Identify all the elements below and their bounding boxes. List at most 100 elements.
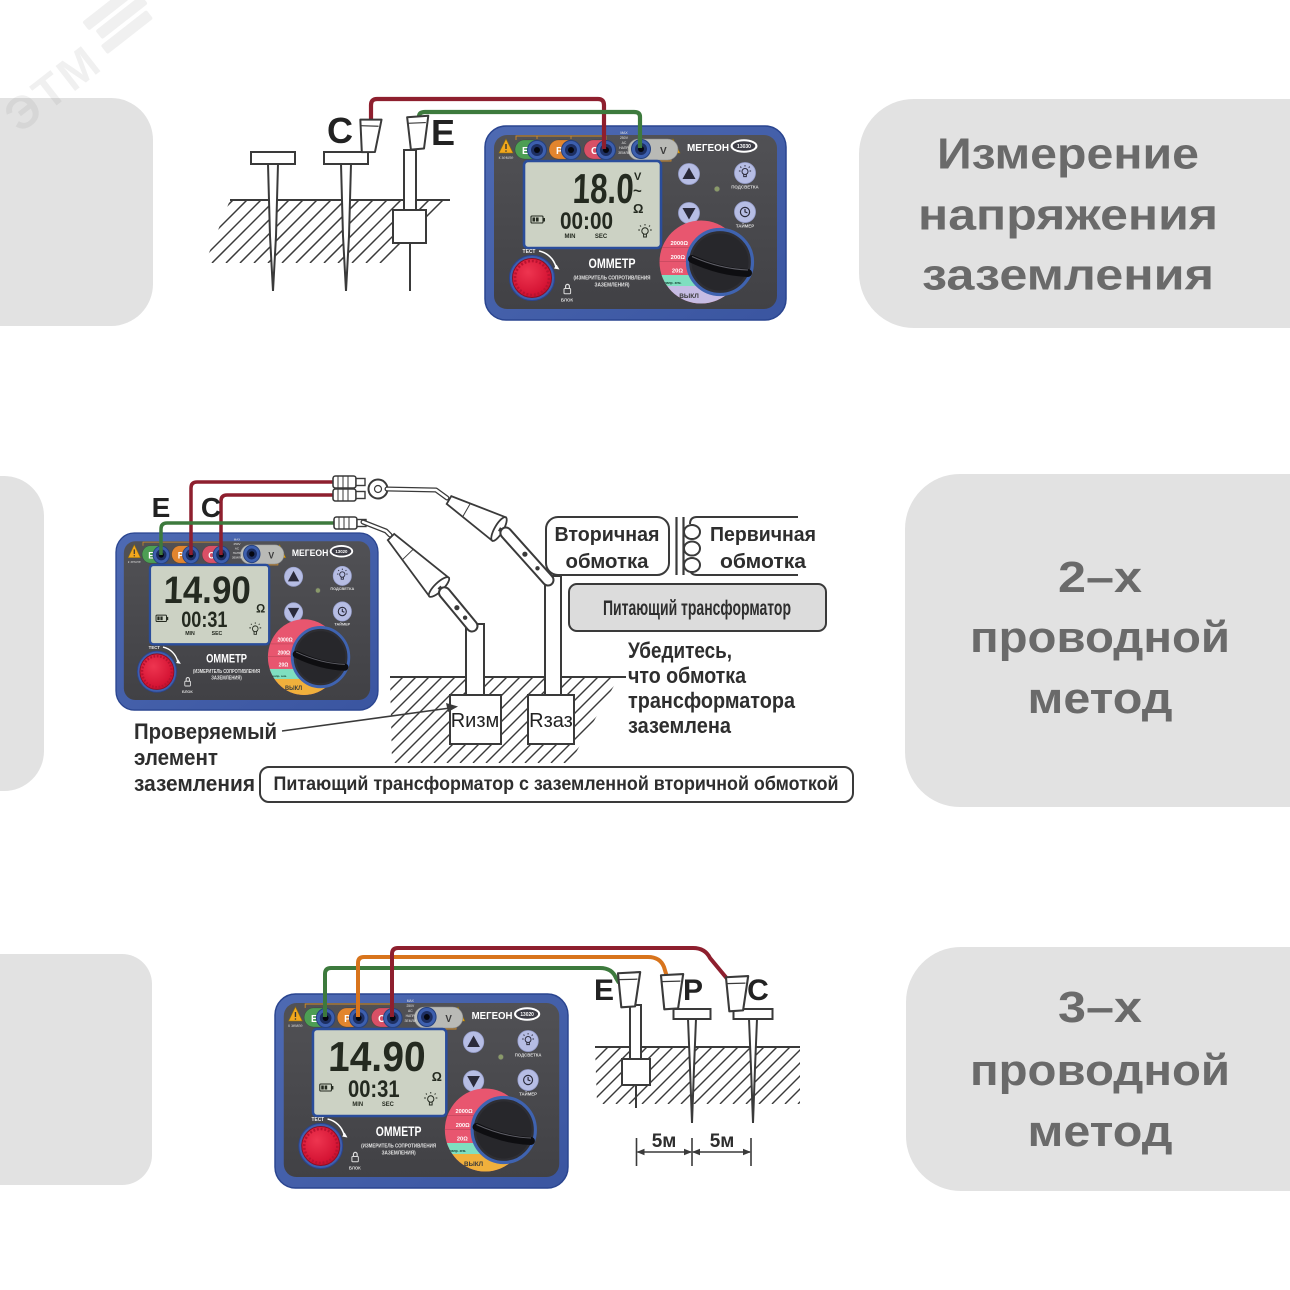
svg-text:ТЕСТ: ТЕСТ [312,1117,325,1123]
svg-text:Rизм: Rизм [451,710,500,732]
svg-text:SEC: SEC [212,631,223,637]
svg-text:20Ω: 20Ω [672,269,683,275]
svg-text:E: E [431,112,455,153]
svg-text:C: C [201,492,221,523]
svg-text:3–х: 3–х [1058,983,1143,1032]
svg-text:МЕГЕОН: МЕГЕОН [687,142,729,154]
svg-text:ТАЙМЕР: ТАЙМЕР [736,224,754,229]
svg-text:00:31: 00:31 [348,1077,400,1103]
svg-text:ПОДСВЕТКА: ПОДСВЕТКА [515,1052,543,1057]
svg-text:БЛОК: БЛОК [182,689,193,694]
svg-text:200Ω: 200Ω [278,650,290,656]
svg-text:200Ω: 200Ω [671,255,686,261]
svg-text:Rзаз: Rзаз [529,710,573,732]
svg-text:Проверяемый: Проверяемый [134,719,277,744]
svg-text:MIN: MIN [565,234,576,240]
svg-text:ОММЕТР: ОММЕТР [589,256,636,271]
svg-text:НАПР.: НАПР. [406,1014,416,1018]
svg-text:V: V [268,550,274,560]
svg-text:E: E [594,974,614,1007]
svg-text:MIN: MIN [185,631,195,637]
svg-text:18.0: 18.0 [572,165,635,212]
svg-text:ВЫКЛ: ВЫКЛ [679,293,699,300]
svg-text:НАПР.: НАПР. [233,551,242,555]
svg-text:ПОДСВЕТКА: ПОДСВЕТКА [330,586,354,591]
svg-text:Убедитесь,: Убедитесь, [628,638,732,663]
svg-text:AC: AC [235,546,240,550]
svg-text:P: P [683,974,703,1007]
svg-text:Ω: Ω [256,603,265,615]
svg-text:20Ω: 20Ω [457,1136,468,1142]
svg-text:2–х: 2–х [1058,553,1143,602]
svg-text:V: V [634,171,642,183]
svg-text:трансформатора: трансформатора [628,688,796,713]
svg-text:НАПР.: НАПР. [619,146,629,150]
svg-text:2000Ω: 2000Ω [456,1109,473,1115]
svg-text:V: V [445,1014,452,1025]
svg-text:ТЕСТ: ТЕСТ [523,249,536,255]
svg-text:P: P [344,1014,351,1025]
svg-text:13030: 13030 [737,144,751,150]
svg-text:БЛОК: БЛОК [561,298,574,303]
svg-text:напр. зем.: напр. зем. [450,1149,466,1153]
svg-text:заземления: заземления [922,251,1214,300]
svg-text:метод: метод [1028,1107,1173,1156]
svg-text:250V: 250V [234,542,241,546]
svg-text:обмотка: обмотка [566,551,650,573]
svg-text:(ИЗМЕРИТЕЛЬ СОПРОТИВЛЕНИЯ: (ИЗМЕРИТЕЛЬ СОПРОТИВЛЕНИЯ [574,276,651,282]
svg-text:MAX: MAX [620,131,628,135]
svg-text:ТЕСТ: ТЕСТ [149,645,160,650]
svg-text:ЗАЗЕМЛЕНИЯ): ЗАЗЕМЛЕНИЯ) [382,1150,416,1156]
svg-text:МЕГЕОН: МЕГЕОН [472,1011,513,1022]
svg-text:ТАЙМЕР: ТАЙМЕР [334,622,350,627]
svg-text:Питающий трансформатор: Питающий трансформатор [603,597,791,620]
svg-text:250V: 250V [406,1004,414,1008]
svg-text:ЗАЗЕМЛЕНИЯ): ЗАЗЕМЛЕНИЯ) [211,675,242,681]
svg-text:20Ω: 20Ω [279,663,289,669]
svg-text:200Ω: 200Ω [456,1123,470,1129]
svg-text:ЗЕМЛИ: ЗЕМЛИ [232,555,242,559]
svg-text:ВЫКЛ: ВЫКЛ [464,1161,484,1168]
svg-text:E: E [311,1014,318,1025]
svg-text:ОММЕТР: ОММЕТР [206,651,247,665]
svg-text:напр. зем.: напр. зем. [272,674,287,678]
svg-text:Вторичная: Вторичная [555,524,660,546]
svg-text:SEC: SEC [595,234,608,240]
svg-text:проводной: проводной [970,1046,1230,1095]
svg-text:MAX: MAX [234,537,240,541]
svg-text:E: E [522,146,529,157]
svg-text:2000Ω: 2000Ω [670,241,688,247]
svg-text:ЗАЗЕМЛЕНИЯ): ЗАЗЕМЛЕНИЯ) [595,283,630,289]
svg-text:MAX: MAX [407,999,415,1003]
svg-text:(ИЗМЕРИТЕЛЬ СОПРОТИВЛЕНИЯ: (ИЗМЕРИТЕЛЬ СОПРОТИВЛЕНИЯ [193,669,260,675]
svg-text:Измерение: Измерение [937,130,1199,179]
svg-text:13020: 13020 [520,1012,534,1018]
svg-text:элемент: элемент [134,745,218,770]
svg-text:Ω: Ω [432,1069,442,1084]
svg-text:к земле: к земле [499,155,515,160]
svg-text:C: C [378,1014,385,1025]
svg-text:Питающий трансформатор с зазем: Питающий трансформатор с заземленной вто… [274,774,839,795]
svg-text:~: ~ [633,183,642,200]
svg-text:ПОДСВЕТКА: ПОДСВЕТКА [731,185,759,190]
svg-text:C: C [591,146,598,157]
svg-text:C: C [327,110,353,151]
svg-text:SEC: SEC [382,1102,395,1108]
svg-text:к земле: к земле [288,1023,303,1028]
svg-text:к земле: к земле [128,560,141,564]
svg-text:5м: 5м [652,1131,677,1152]
svg-text:БЛОК: БЛОК [349,1165,361,1170]
svg-text:P: P [178,550,184,560]
svg-text:MIN: MIN [352,1102,363,1108]
svg-text:обмотка: обмотка [720,551,807,573]
svg-text:E: E [148,550,154,560]
svg-text:13020: 13020 [335,549,348,554]
svg-text:250V: 250V [620,136,629,140]
svg-text:заземления: заземления [134,771,255,796]
svg-text:ВЫКЛ: ВЫКЛ [285,686,302,692]
svg-text:напряжения: напряжения [918,191,1218,240]
svg-text:Первичная: Первичная [710,524,816,546]
svg-text:AC: AC [408,1009,413,1013]
svg-text:C: C [747,974,769,1007]
svg-text:E: E [152,492,171,523]
